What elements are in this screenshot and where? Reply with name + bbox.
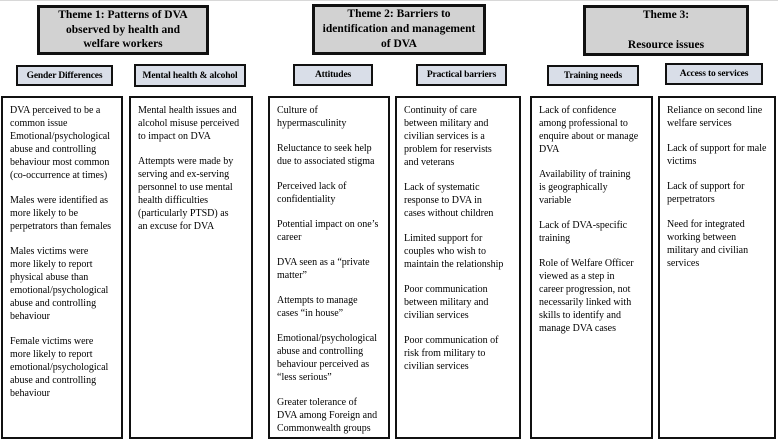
theme-3-header-box: Theme 3: Resource issues bbox=[583, 5, 749, 56]
theme-2-header-box: Theme 2: Barriers to identification and … bbox=[312, 4, 486, 55]
content-paragraph: Reliance on second line welfare services bbox=[667, 105, 763, 129]
content-paragraph: Poor communication between military and … bbox=[404, 284, 489, 321]
content-paragraph: Lack of support for male victims bbox=[667, 143, 767, 167]
content-paragraph: Culture of hypermasculinity bbox=[277, 105, 347, 129]
subtheme-access-to-services-label: Access to services bbox=[665, 63, 763, 85]
subtheme-mental-health-alcohol-label: Mental health & alcohol bbox=[134, 64, 246, 87]
content-paragraph: Reluctance to seek help due to associate… bbox=[277, 143, 375, 167]
content-paragraph: Limited support for couples who wish to … bbox=[404, 233, 504, 270]
theme-1-header-box: Theme 1: Patterns of DVA observed by hea… bbox=[37, 5, 209, 55]
content-box-practical-barriers: Continuity of care between military and … bbox=[395, 96, 521, 439]
content-paragraph: Emotional/psychological abuse and contro… bbox=[277, 333, 377, 383]
subtheme-gender-differences-label: Gender Differences bbox=[16, 65, 113, 86]
content-paragraph: Poor communication of risk from military… bbox=[404, 335, 499, 372]
content-box-access-to-services: Reliance on second line welfare services… bbox=[658, 96, 776, 439]
content-paragraph: Role of Welfare Officer viewed as a step… bbox=[539, 258, 634, 334]
content-paragraph: Males victims were more likely to report… bbox=[10, 246, 109, 322]
content-paragraph: Lack of DVA-specific training bbox=[539, 220, 628, 244]
content-paragraph: Attempts to manage cases “in house” bbox=[277, 295, 358, 319]
content-paragraph: Perceived lack of confidentiality bbox=[277, 181, 347, 205]
content-paragraph: Female victims were more likely to repor… bbox=[10, 336, 109, 399]
content-paragraph: Mental health issues and alcohol misuse … bbox=[138, 105, 240, 142]
content-paragraph: DVA perceived to be a common issue Emoti… bbox=[10, 105, 110, 181]
content-box-training-needs: Lack of confidence among professional to… bbox=[530, 96, 653, 439]
content-box-mental-health-alcohol: Mental health issues and alcohol misuse … bbox=[129, 96, 253, 439]
content-paragraph: Attempts were made by serving and ex-ser… bbox=[138, 156, 234, 232]
content-paragraph: Males were identified as more likely to … bbox=[10, 195, 112, 232]
subtheme-practical-barriers-label: Practical barriers bbox=[416, 64, 507, 86]
subtheme-training-needs-label: Training needs bbox=[547, 65, 639, 86]
content-box-gender-differences: DVA perceived to be a common issue Emoti… bbox=[1, 96, 123, 439]
content-paragraph: Lack of support for perpetrators bbox=[667, 181, 745, 205]
content-paragraph: Availability of training is geographical… bbox=[539, 169, 631, 206]
content-paragraph: Lack of confidence among professional to… bbox=[539, 105, 639, 155]
content-paragraph: Continuity of care between military and … bbox=[404, 105, 492, 168]
content-paragraph: Lack of systematic response to DVA in ca… bbox=[404, 182, 494, 219]
content-paragraph: Greater tolerance of DVA among Foreign a… bbox=[277, 397, 378, 434]
content-paragraph: DVA seen as a “private matter” bbox=[277, 257, 370, 281]
content-paragraph: Need for integrated working between mili… bbox=[667, 219, 749, 269]
content-paragraph: Potential impact on one’s career bbox=[277, 219, 379, 243]
subtheme-attitudes-label: Attitudes bbox=[293, 64, 373, 86]
